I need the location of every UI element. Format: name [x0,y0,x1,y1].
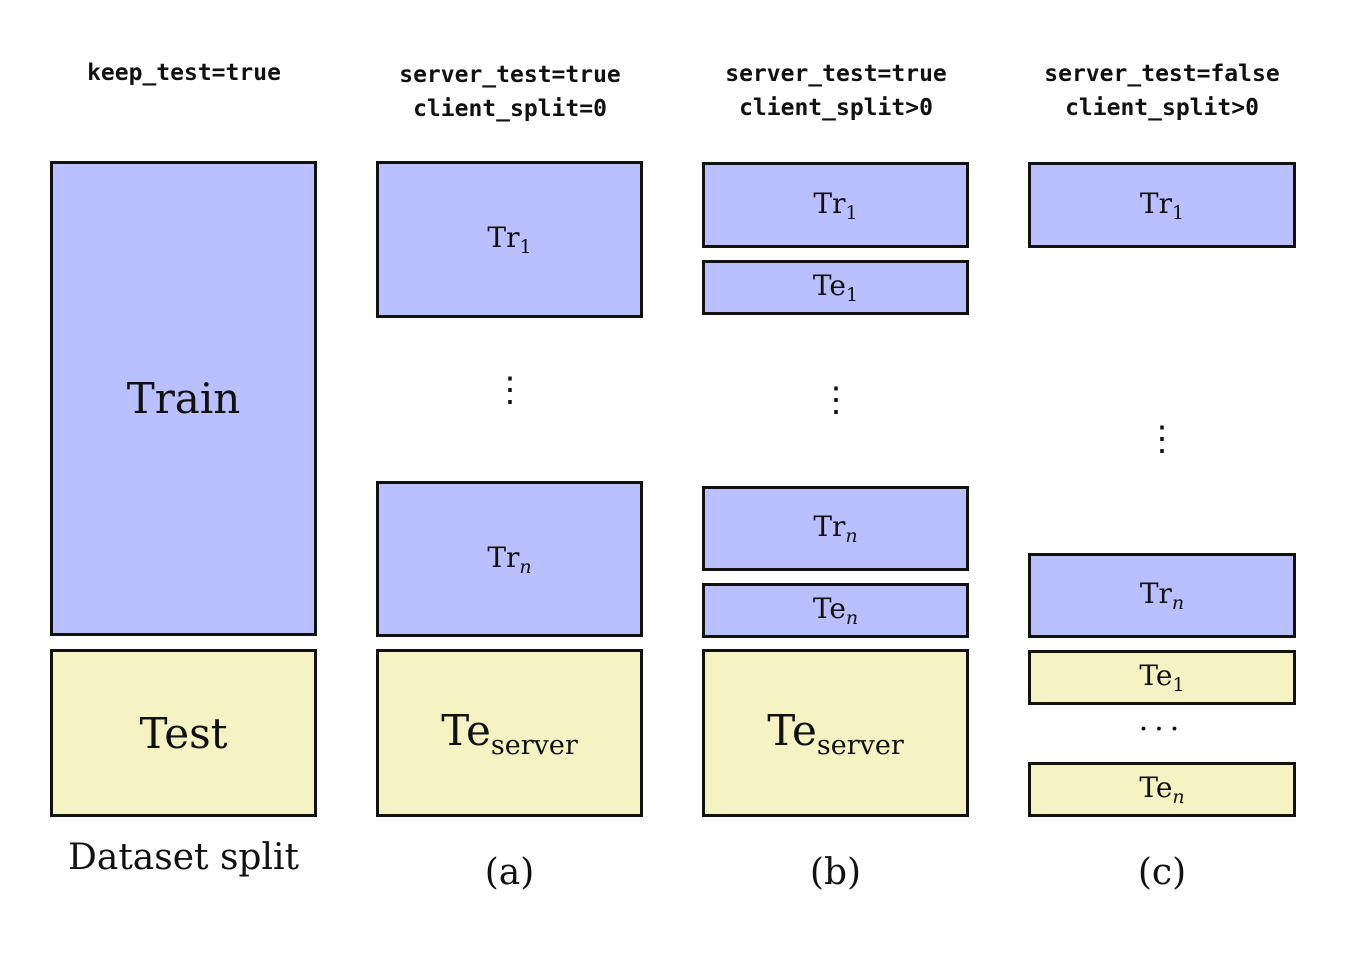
c-trn-label: Trn [1139,577,1185,614]
b-vertical-dots: ⋮ [819,380,853,420]
header-c: server_test=false client_split>0 [1029,57,1295,125]
train-box: Train [50,161,317,636]
header-line-2: client_split>0 [1065,95,1259,121]
b-trn-box: Trn [702,486,969,571]
a-trn-box: Trn [376,481,643,637]
header-keep-test: keep_test=true [52,56,316,90]
caption-a: (a) [484,852,535,893]
c-horizontal-dots: ··· [1138,712,1186,747]
header-line-1: server_test=true [725,61,947,87]
header-line-1: keep_test=true [87,60,281,86]
b-trn-label: Trn [813,510,858,547]
caption-dataset-split: Dataset split [68,837,299,878]
header-line-1: server_test=true [399,62,621,88]
a-tr1-label: Tr1 [487,221,532,258]
header-line-2: client_split>0 [739,95,933,121]
caption-c: (c) [1137,852,1187,893]
b-te-server-label: Teserver [767,705,904,761]
header-a: server_test=true client_split=0 [377,58,643,126]
train-label: Train [126,374,241,423]
b-te1-box: Te1 [702,260,969,315]
caption-b: (b) [809,852,862,893]
c-ten-label: Ten [1139,771,1185,808]
b-te1-label: Te1 [812,269,859,306]
c-te1-box: Te1 [1028,650,1296,705]
c-tr1-label: Tr1 [1139,186,1185,224]
c-trn-box: Trn [1028,553,1296,638]
a-te-server-label: Teserver [441,705,578,761]
b-tr1-box: Tr1 [702,162,969,248]
c-ten-box: Ten [1028,762,1296,817]
header-line-2: client_split=0 [413,96,607,122]
c-vertical-dots: ⋮ [1145,419,1179,459]
header-b: server_test=true client_split>0 [703,57,969,125]
test-label: Test [139,708,228,758]
a-tr1-box: Tr1 [376,161,643,318]
b-te-server-box: Teserver [702,649,969,817]
test-box: Test [50,649,317,817]
a-te-server-box: Teserver [376,649,643,817]
b-tr1-label: Tr1 [813,186,858,224]
c-tr1-box: Tr1 [1028,162,1296,248]
a-vertical-dots: ⋮ [493,370,527,410]
c-te1-label: Te1 [1139,659,1185,696]
a-trn-label: Trn [487,540,532,578]
b-ten-box: Ten [702,583,969,638]
b-ten-label: Ten [812,592,859,629]
header-line-1: server_test=false [1044,61,1280,87]
